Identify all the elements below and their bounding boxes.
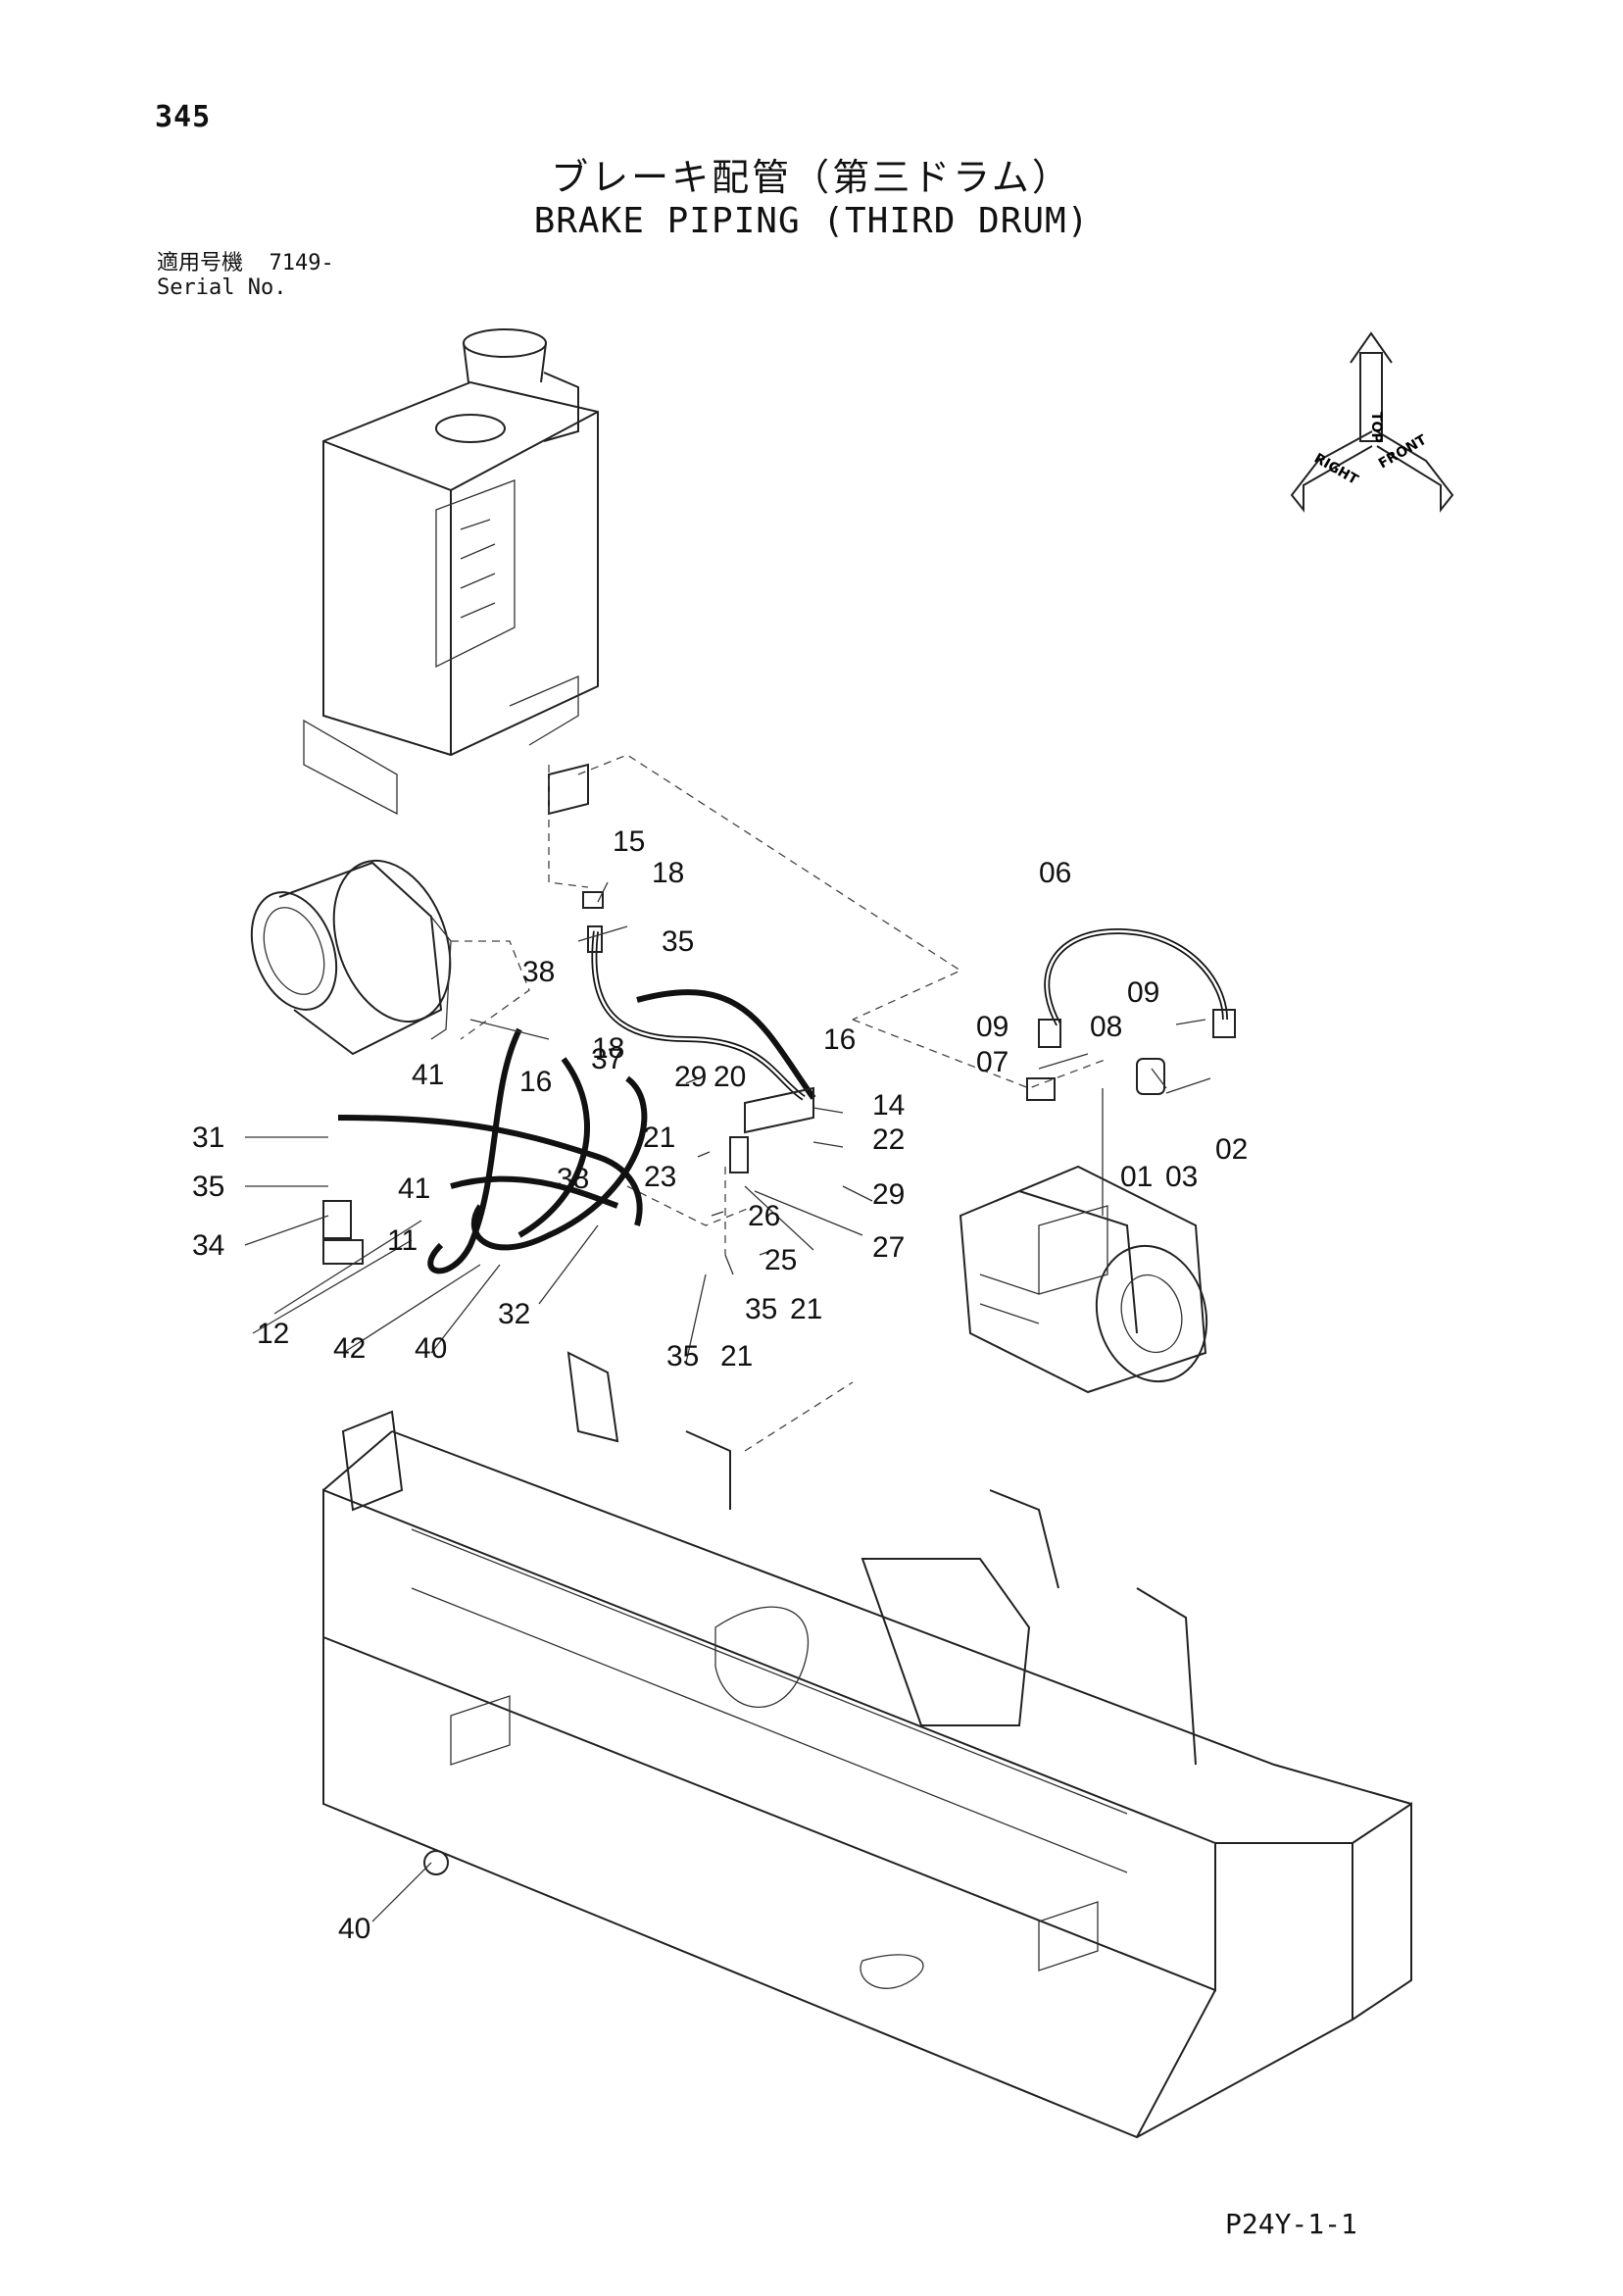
pump-assembly bbox=[959, 1088, 1208, 1394]
part-label: 09 bbox=[976, 1011, 1008, 1043]
part-label: 29 bbox=[872, 1178, 905, 1211]
part-label: 21 bbox=[720, 1340, 753, 1373]
part-label: 40 bbox=[415, 1332, 447, 1365]
part-label: 23 bbox=[644, 1161, 676, 1193]
part-label: 41 bbox=[398, 1173, 430, 1205]
part-label: 03 bbox=[1165, 1161, 1198, 1193]
drawing-code: P24Y-1-1 bbox=[1225, 2208, 1357, 2240]
serial-row-jp: 適用号機 7149- bbox=[157, 251, 334, 275]
serial-label-en: Serial No. bbox=[157, 275, 287, 300]
part-label: 35 bbox=[662, 925, 694, 958]
part-label: 07 bbox=[976, 1046, 1008, 1078]
orientation-icon: TOP FRONT RIGHT bbox=[1290, 331, 1454, 513]
part-label: 26 bbox=[748, 1200, 780, 1232]
part-label: 35 bbox=[192, 1171, 224, 1203]
label-leaders bbox=[244, 881, 1211, 1364]
part-label: 29 bbox=[674, 1061, 707, 1093]
leader-frames bbox=[548, 754, 1108, 1452]
fittings bbox=[322, 891, 1165, 1275]
drum-unit bbox=[250, 859, 530, 1056]
hoses bbox=[337, 927, 1236, 1274]
part-label: 38 bbox=[557, 1163, 589, 1195]
page-title-english: BRAKE PIPING (THIRD DRUM) bbox=[533, 201, 1090, 241]
part-label: 18 bbox=[652, 857, 684, 889]
page-number: 345 bbox=[155, 100, 212, 134]
orientation-top-label: TOP bbox=[1368, 412, 1384, 443]
part-label: 32 bbox=[498, 1298, 530, 1330]
part-label: 01 bbox=[1120, 1161, 1153, 1193]
part-label: 16 bbox=[823, 1023, 856, 1056]
part-label: 09 bbox=[1127, 976, 1159, 1009]
part-label-group: 15 18 06 38 35 09 08 09 07 18 16 16 41 3… bbox=[192, 825, 1248, 1945]
part-label: 06 bbox=[1039, 857, 1071, 889]
part-label: 02 bbox=[1215, 1133, 1248, 1166]
part-label: 15 bbox=[613, 825, 645, 858]
part-label: 35 bbox=[745, 1293, 777, 1325]
part-label: 42 bbox=[333, 1332, 366, 1365]
part-label: 34 bbox=[192, 1229, 224, 1262]
part-label: 27 bbox=[872, 1231, 905, 1264]
part-label: 25 bbox=[764, 1244, 797, 1276]
part-label: 12 bbox=[257, 1318, 289, 1350]
part-label: 38 bbox=[522, 956, 555, 988]
part-label: 35 bbox=[666, 1340, 699, 1373]
page-title-japanese: ブレーキ配管（第三ドラム） bbox=[551, 156, 1072, 199]
part-label: 11 bbox=[387, 1224, 418, 1257]
part-label: 16 bbox=[519, 1066, 552, 1098]
serial-value: 7149- bbox=[269, 251, 334, 275]
part-label: 31 bbox=[192, 1122, 224, 1154]
part-label: 08 bbox=[1090, 1011, 1122, 1043]
part-label: 22 bbox=[872, 1123, 905, 1156]
part-label: 41 bbox=[412, 1059, 444, 1091]
serial-number-block: 適用号機 7149- Serial No. bbox=[157, 251, 334, 300]
part-label: 20 bbox=[713, 1061, 746, 1093]
part-label: 18 bbox=[592, 1032, 624, 1065]
part-label: 21 bbox=[790, 1293, 822, 1325]
part-label: 21 bbox=[643, 1122, 675, 1154]
tank-assembly bbox=[303, 328, 599, 816]
base-frame bbox=[322, 1351, 1412, 2139]
serial-label-jp: 適用号機 bbox=[157, 251, 244, 275]
part-label: 40 bbox=[338, 1913, 370, 1945]
part-label: 14 bbox=[872, 1089, 905, 1122]
part-label: 37 bbox=[591, 1043, 623, 1075]
